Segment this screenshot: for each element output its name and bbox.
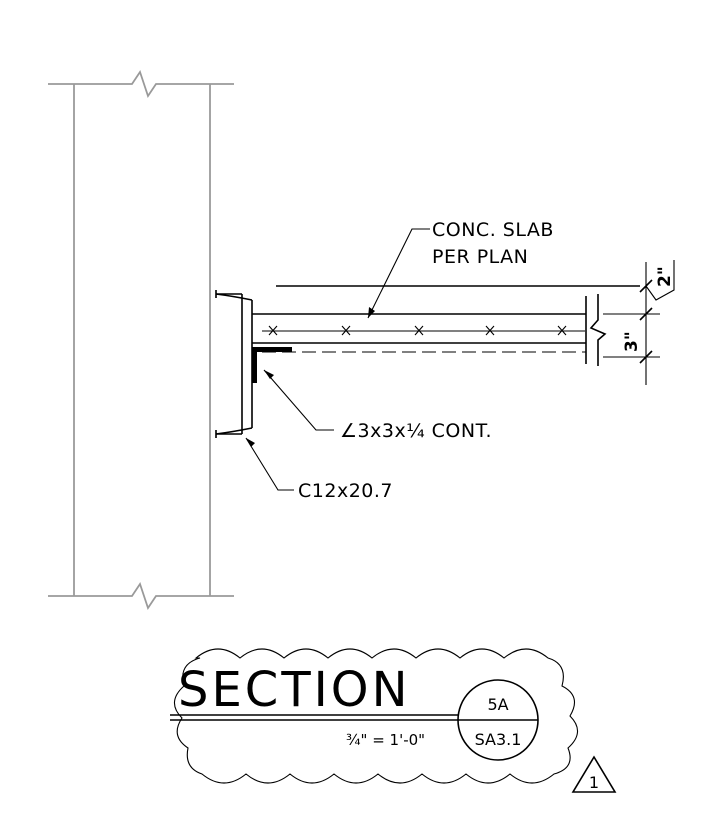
dimension-lines: 2" 3": [603, 260, 675, 385]
steel-angle: [252, 347, 292, 383]
concrete-slab: [252, 285, 640, 366]
title-block: SECTION ¾" = 1'-0" 5A SA3.1 1: [170, 648, 617, 793]
revision-number: 1: [589, 773, 599, 792]
channel-note: C12x20.7: [298, 480, 393, 502]
column-top-break-line: [48, 69, 234, 99]
rebar-marks: [268, 325, 567, 336]
column-bottom-break-line: [48, 581, 234, 611]
steel-channel: [215, 290, 253, 438]
sheet-number: SA3.1: [475, 730, 522, 749]
section-title: SECTION: [178, 662, 410, 718]
angle-leader: [263, 369, 334, 431]
angle-note: ∠3x3x¼ CONT.: [340, 420, 492, 442]
slab-leader: [367, 228, 430, 319]
detail-number: 5A: [487, 695, 508, 714]
leaders: [245, 228, 430, 491]
slab-note-line2: PER PLAN: [432, 246, 528, 268]
top-dimension-text: 2": [655, 266, 675, 287]
channel-leader: [245, 437, 294, 491]
slab-note-line1: CONC. SLAB: [432, 219, 554, 241]
column: [48, 69, 234, 611]
slab-dimension-text: 3": [622, 331, 642, 352]
scale-text: ¾" = 1'-0": [346, 731, 425, 749]
revision-triangle: [571, 755, 617, 793]
revision-cloud: [173, 648, 579, 784]
slab-break-line: [589, 294, 607, 366]
